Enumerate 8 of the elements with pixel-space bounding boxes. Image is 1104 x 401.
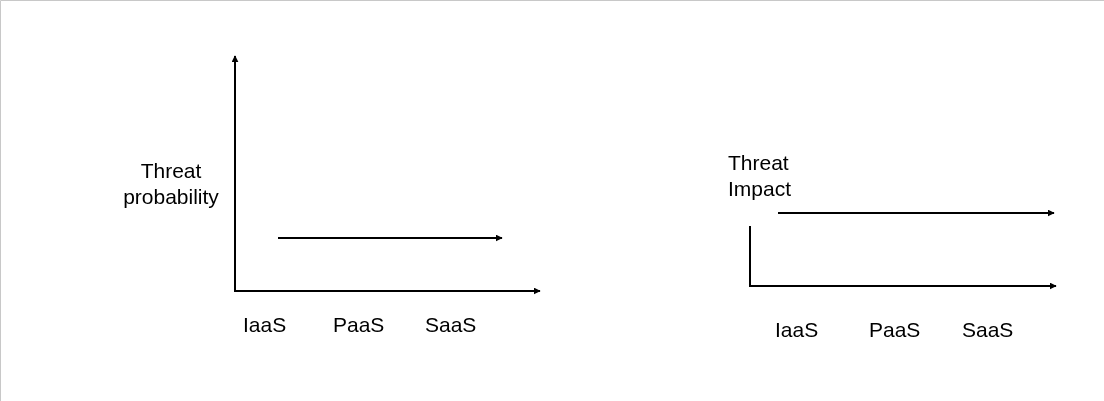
category-label: IaaS xyxy=(243,312,287,338)
axis-label: Threat Impact xyxy=(728,150,793,202)
category-label: SaaS xyxy=(425,312,477,338)
category-label: PaaS xyxy=(869,317,921,343)
category-label: PaaS xyxy=(333,312,385,338)
category-label: IaaS xyxy=(775,317,819,343)
axis-label: Threat probability xyxy=(122,158,220,210)
category-label: SaaS xyxy=(962,317,1014,343)
